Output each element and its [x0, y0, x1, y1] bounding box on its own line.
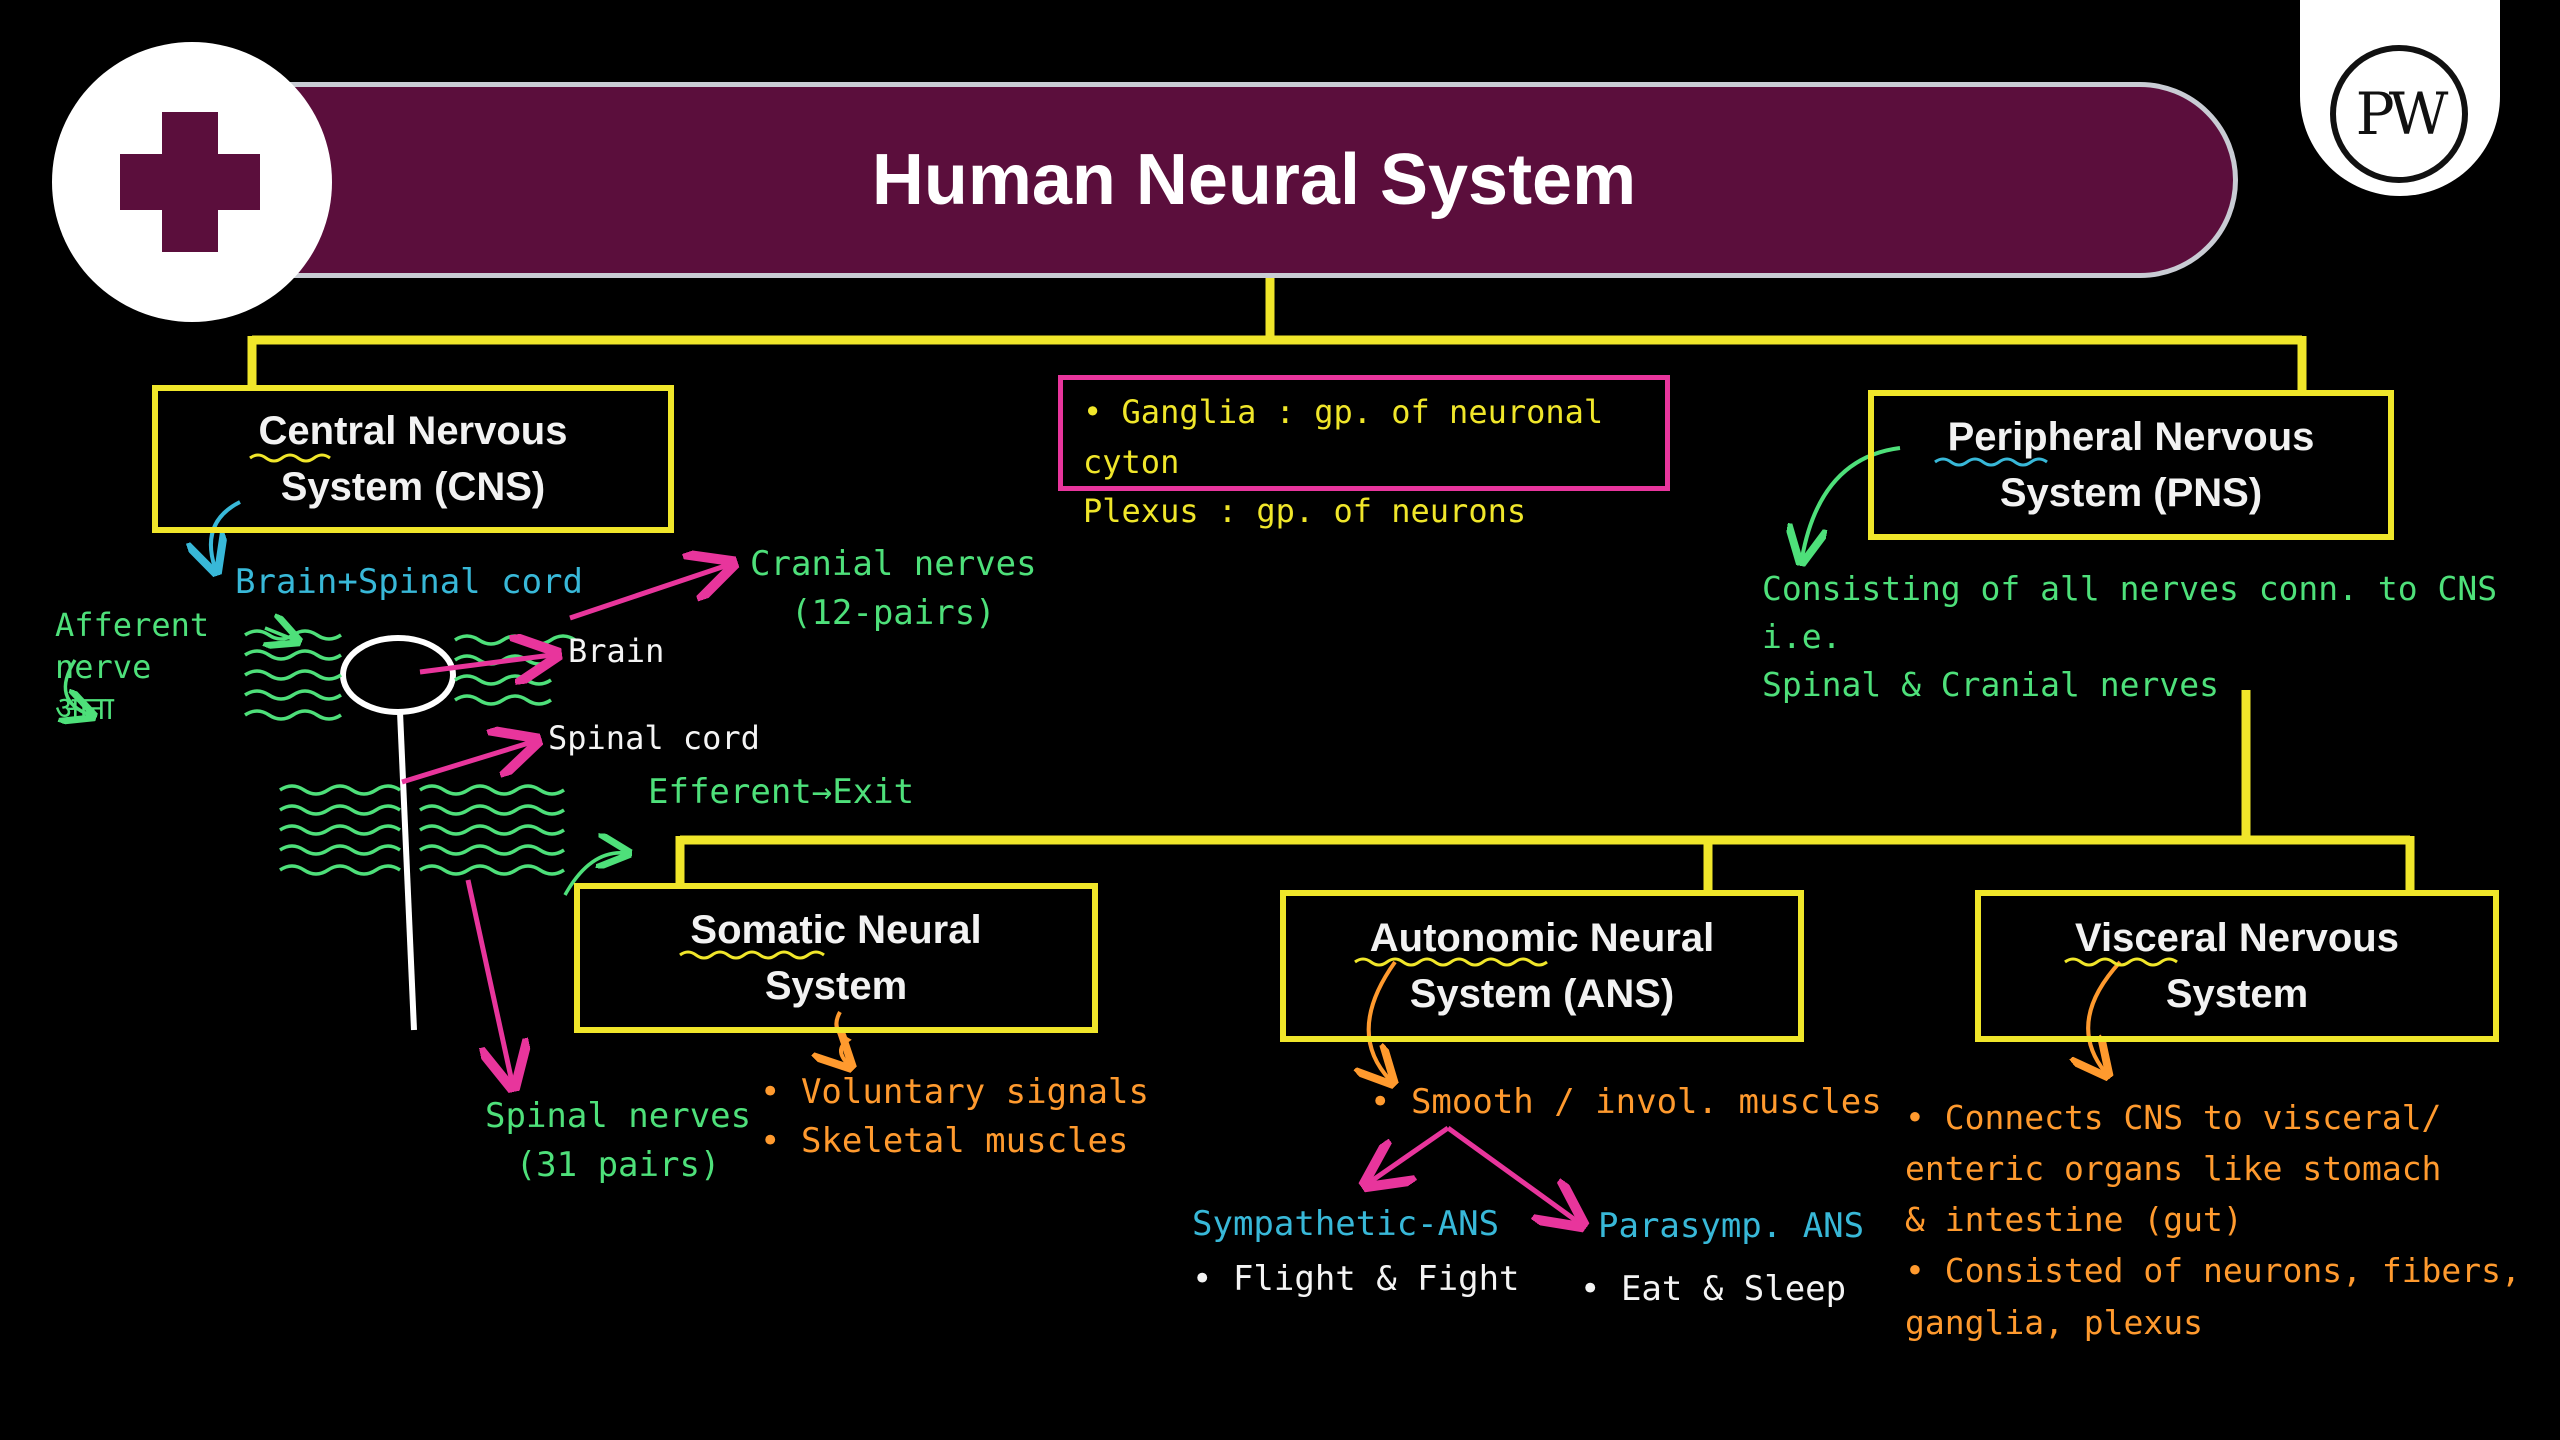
cns-description: Brain+Spinal cord [235, 562, 583, 602]
brain-spinal-sketch [340, 635, 456, 1031]
plexus-definition: Plexus : gp. of neurons [1083, 492, 1527, 531]
sympathetic-point: • Flight & Fight [1192, 1259, 1520, 1299]
pink-arrows [401, 565, 1578, 1222]
spinal-cord-label: Spinal cord [548, 719, 760, 757]
pns-description: Consisting of all nerves conn. to CNS i.… [1762, 569, 2498, 704]
visceral-points: • Connects CNS to visceral/ enteric orga… [1905, 1098, 2521, 1342]
brain-label: Brain [568, 632, 665, 670]
pw-logo-ring [2330, 45, 2468, 183]
parasympathetic-point: • Eat & Sleep [1580, 1269, 1847, 1309]
tree-connectors [247, 278, 2415, 890]
somatic-points: • Voluntary signals • Skeletal muscles [760, 1072, 1149, 1162]
afferent-note: Afferent nerve आना [55, 606, 210, 728]
parasympathetic-label: Parasymp. ANS [1598, 1206, 1865, 1246]
somatic-box: Somatic Neural System [574, 883, 1098, 1033]
autonomic-box: Autonomic Neural System (ANS) [1280, 890, 1804, 1042]
cns-box: Central Nervous System (CNS) [152, 385, 674, 533]
plus-cross-horizontal [120, 154, 260, 210]
autonomic-point: • Smooth / invol. muscles [1370, 1082, 1882, 1122]
page-title: Human Neural System [871, 140, 1637, 220]
spinal-nerves-note: Spinal nerves (31 pairs) [485, 1096, 752, 1186]
title-banner [270, 82, 2238, 278]
visceral-box: Visceral Nervous System [1975, 890, 2499, 1042]
pw-logo-text: PW [2355, 80, 2449, 148]
ganglia-definition: • Ganglia : gp. of neuronal cyton [1083, 393, 1604, 481]
sympathetic-label: Sympathetic-ANS [1192, 1204, 1500, 1244]
pns-box: Peripheral Nervous System (PNS) [1868, 390, 2394, 540]
ganglia-plexus-note: • Ganglia : gp. of neuronal cyton Plexus… [1058, 375, 1670, 530]
cranial-nerves-note: Cranial nerves (12-pairs) [750, 544, 1037, 634]
underline-squiggles [249, 453, 2178, 967]
efferent-note: Efferent→Exit [648, 772, 915, 812]
